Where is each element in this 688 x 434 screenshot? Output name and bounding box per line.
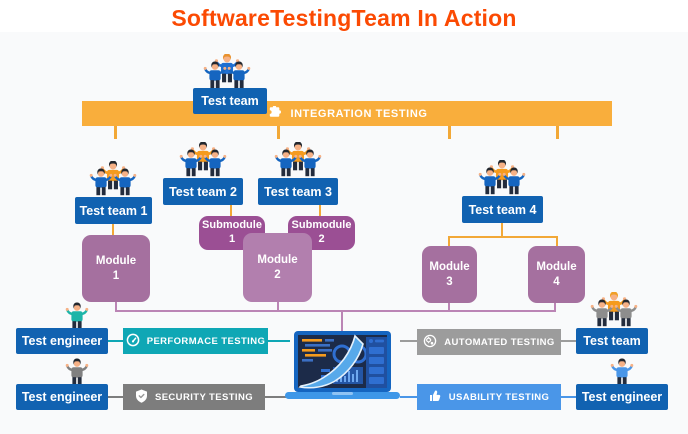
module4-box: Module 4 xyxy=(528,246,585,303)
team-right-box: Test team xyxy=(576,328,648,354)
team3-submodule2-connector xyxy=(319,205,321,216)
security-left-connector xyxy=(108,396,123,398)
module1-bus-stub xyxy=(115,302,117,310)
module3-label-line1: Module xyxy=(429,261,470,274)
engineer-right-bottom-person-icon xyxy=(605,358,639,386)
usability-testing-banner: USABILITY TESTING xyxy=(417,384,561,410)
module3-bus-stub xyxy=(448,303,450,310)
automated-testing-label: AUTOMATED TESTING xyxy=(444,336,555,348)
top-team-people-icon xyxy=(196,53,258,92)
team3-people-icon xyxy=(267,141,329,180)
gears-icon xyxy=(423,334,437,351)
usability-testing-label: USABILITY TESTING xyxy=(448,391,550,403)
team1-people-icon xyxy=(82,160,144,199)
module4-label-line2: 4 xyxy=(553,275,560,288)
connector-stub-3 xyxy=(448,126,451,139)
team3-label: Test team 3 xyxy=(264,184,332,199)
side-panel-rows xyxy=(369,339,384,384)
team2-label: Test team 2 xyxy=(169,184,237,199)
connector-stub-4 xyxy=(556,126,559,139)
security-laptop-connector xyxy=(265,396,287,398)
security-testing-banner: SECURITY TESTING xyxy=(123,384,265,410)
team1-label: Test team 1 xyxy=(79,203,148,218)
team4-people-icon xyxy=(471,159,533,198)
performance-left-connector xyxy=(108,340,123,342)
gauge-icon xyxy=(126,333,140,350)
module1-label-line1: Module xyxy=(95,255,137,268)
module2-bus-stub xyxy=(277,302,279,310)
thumb-icon xyxy=(429,389,442,405)
engineer-left-bottom-person-icon xyxy=(60,358,94,386)
performance-laptop-connector xyxy=(268,340,290,342)
usability-engineer-connector xyxy=(561,396,576,398)
module3-label-line2: 3 xyxy=(446,275,453,288)
engineer-left-top-label: Test engineer xyxy=(21,334,103,348)
team2-submodule1-connector xyxy=(230,205,232,216)
modules-bus-connector xyxy=(115,310,556,312)
integration-testing-banner: INTEGRATION TESTING xyxy=(82,101,612,126)
usability-laptop-connector xyxy=(400,396,417,398)
performance-testing-label: PERFORMACE TESTING xyxy=(146,335,266,347)
team4-drop-connector xyxy=(501,223,503,236)
performance-testing-banner: PERFORMACE TESTING xyxy=(123,328,268,354)
automated-team-connector xyxy=(561,340,576,342)
engineer-right-bottom-label: Test engineer xyxy=(581,390,663,404)
team1-module1-connector xyxy=(112,224,114,235)
submodule1-label-line1: Submodule xyxy=(202,219,262,232)
laptop-illustration xyxy=(285,331,400,401)
code-lines xyxy=(302,339,334,362)
module4-drop-connector xyxy=(556,236,558,246)
submodule1-label-line2: 1 xyxy=(228,233,236,245)
bus-laptop-stub xyxy=(341,310,343,334)
team-right-people-icon xyxy=(583,291,645,330)
team2-box: Test team 2 xyxy=(163,178,243,205)
module2-box: Module 2 xyxy=(243,233,312,302)
submodule2-label-line2: 2 xyxy=(318,233,325,245)
security-testing-label: SECURITY TESTING xyxy=(154,391,254,403)
engineer-left-top-person-icon xyxy=(60,302,94,330)
module2-label-line1: Module xyxy=(257,254,298,267)
submodule2-label-line1: Submodule xyxy=(291,219,352,232)
shield-icon xyxy=(135,389,148,406)
swoosh xyxy=(298,334,364,389)
team4-box: Test team 4 xyxy=(462,196,543,223)
team-right-label: Test team xyxy=(583,334,641,348)
team2-people-icon xyxy=(172,141,234,180)
connector-stub-1 xyxy=(114,126,117,139)
automated-laptop-connector xyxy=(400,340,417,342)
connector-stub-2 xyxy=(277,126,280,139)
puzzle-icon xyxy=(266,105,282,122)
module1-label-line2: 1 xyxy=(112,269,120,282)
integration-testing-label: INTEGRATION TESTING xyxy=(290,107,428,120)
module4-bus-stub xyxy=(554,303,556,310)
engineer-left-bottom-box: Test engineer xyxy=(16,384,108,410)
automated-testing-banner: AUTOMATED TESTING xyxy=(417,329,561,355)
engineer-left-bottom-label: Test engineer xyxy=(21,390,103,404)
top-team-label: Test team xyxy=(201,94,259,108)
module1-box: Module 1 xyxy=(82,235,150,302)
team4-branch-connector xyxy=(448,236,558,238)
module2-label-line2: 2 xyxy=(274,268,281,281)
engineer-right-bottom-box: Test engineer xyxy=(576,384,668,410)
page-title: SoftwareTestingTeam In Action xyxy=(171,5,517,31)
module3-box: Module 3 xyxy=(422,246,477,303)
engineer-left-top-box: Test engineer xyxy=(16,328,108,354)
module3-drop-connector xyxy=(448,236,450,246)
team4-label: Test team 4 xyxy=(468,202,537,217)
module4-label-line1: Module xyxy=(536,261,577,274)
top-team-box: Test team xyxy=(193,88,267,114)
team1-box: Test team 1 xyxy=(75,197,152,224)
team3-box: Test team 3 xyxy=(258,178,338,205)
